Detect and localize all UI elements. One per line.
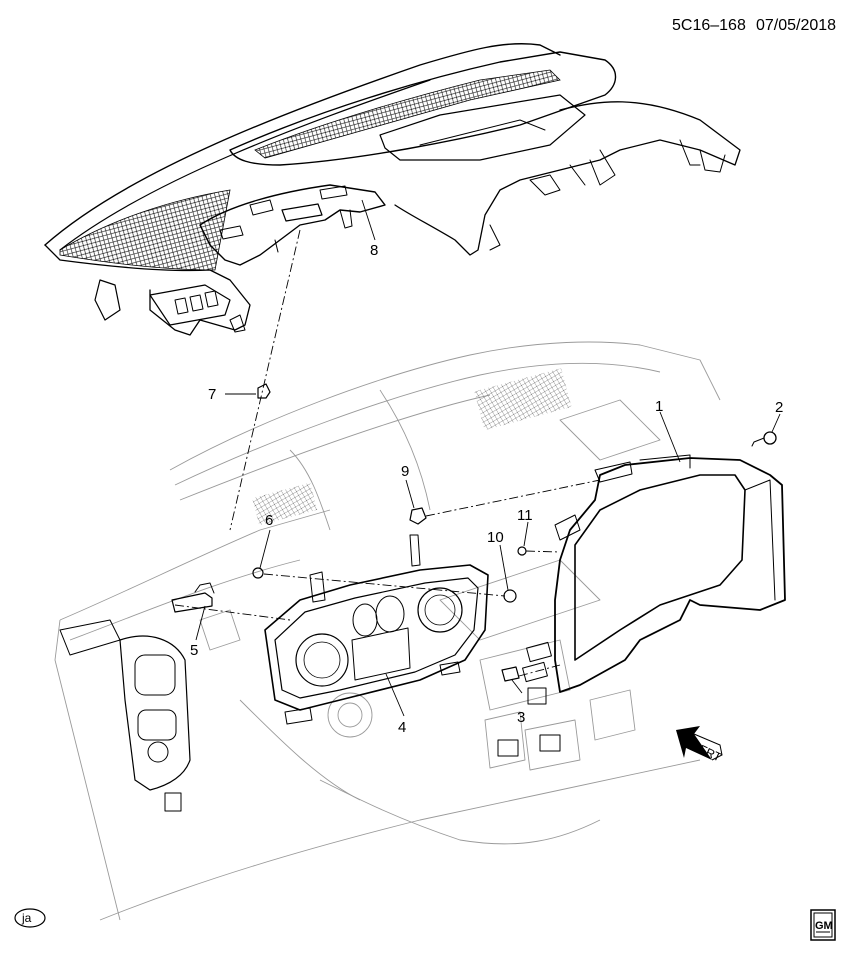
instrument-cluster [264,534,489,725]
switch-cluster [497,641,561,757]
bolt-10 [503,589,517,603]
callout-labels: 1 2 3 4 5 6 7 8 9 10 11 [190,242,783,736]
cluster-bezel [554,454,786,693]
nut-6 [252,567,264,579]
retainer-clip-7 [257,383,271,399]
diagram-date: 07/05/2018 [756,17,836,34]
front-arrow: FRT [676,726,724,765]
gm-logo: GM [810,909,836,941]
fasteners [171,383,777,682]
connector-3 [501,666,520,682]
diagram-id: 5C16–168 [672,17,746,34]
leader-lines [195,199,781,717]
left-vent-assembly [59,619,191,812]
callout-1: 1 [655,398,663,415]
callout-10: 10 [487,529,504,546]
gm-logo-text: GM [815,920,833,932]
corner-badge-label: ja [21,911,32,925]
clip-11 [517,546,527,556]
corner-badge: ja [14,908,46,928]
callout-3: 3 [517,709,525,726]
callout-6: 6 [265,512,273,529]
callout-8: 8 [370,242,378,259]
callout-9: 9 [401,463,409,480]
upper-trim-panel [44,43,741,336]
nut-9 [409,507,427,525]
callout-2: 2 [775,399,783,416]
connector-5 [171,592,213,613]
callout-11: 11 [517,507,533,524]
callout-4: 4 [398,719,406,736]
callout-5: 5 [190,642,198,659]
screw-2 [763,431,777,445]
instrument-panel-background [54,341,721,921]
callout-7: 7 [208,386,216,403]
alignment-lines [174,229,601,677]
